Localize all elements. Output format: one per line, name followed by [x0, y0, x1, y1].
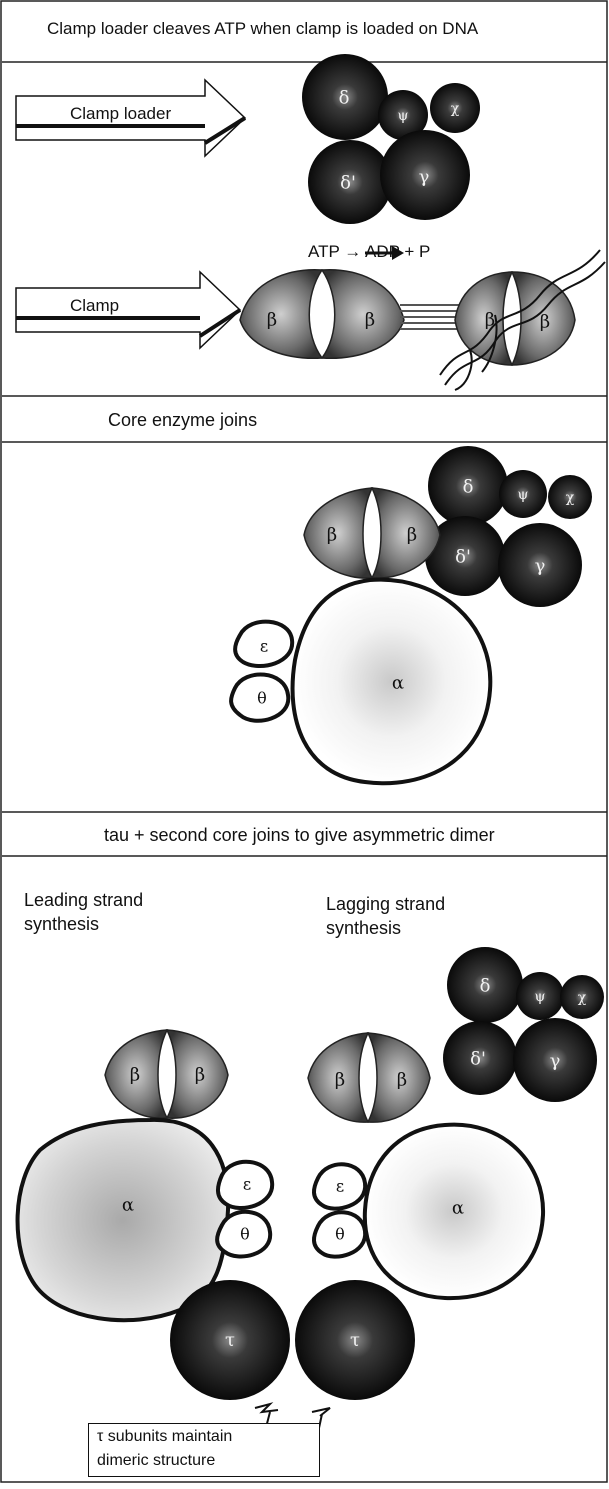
beta-label: β [365, 310, 375, 331]
alpha-label: α [452, 1198, 464, 1219]
clamp-label: Clamp [70, 296, 119, 316]
theta-label: θ [257, 689, 267, 708]
epsilon-label: ε [243, 1175, 251, 1194]
beta-label: β [267, 310, 277, 331]
panel3-title: tau + second core joins to give asymmetr… [104, 823, 495, 847]
lagging-core [314, 1125, 543, 1298]
beta-label: β [407, 525, 417, 546]
loaded-beta-clamp [455, 272, 575, 365]
clamp-arrow [16, 272, 240, 348]
gamma-label: γ [419, 167, 430, 188]
delta-prime-label: δ' [455, 547, 471, 568]
alpha-label: α [392, 673, 404, 694]
gamma-label: γ [535, 556, 546, 577]
gamma-label: γ [550, 1051, 561, 1072]
leading-label-line1: Leading strand [24, 888, 143, 912]
alpha-subunit [18, 1120, 229, 1320]
panel2-core [231, 580, 490, 784]
free-beta-clamp [240, 270, 404, 358]
psi-label: ψ [518, 487, 529, 503]
epsilon-label: ε [260, 637, 268, 656]
panel2-beta-clamp [304, 488, 440, 578]
beta-label: β [195, 1065, 205, 1086]
panel2-title: Core enzyme joins [108, 408, 257, 432]
chi-label: χ [566, 490, 574, 506]
epsilon-label: ε [336, 1177, 344, 1196]
delta-label: δ [339, 88, 350, 109]
delta-prime-label: δ' [340, 173, 356, 194]
panel2-clamp-loader [425, 446, 592, 607]
leading-label-line2: synthesis [24, 912, 99, 936]
chi-label: χ [451, 101, 459, 117]
theta-label: θ [335, 1225, 345, 1244]
panel1-title: Clamp loader cleaves ATP when clamp is l… [47, 19, 478, 39]
lagging-label-line2: synthesis [326, 916, 401, 940]
beta-label: β [485, 310, 495, 331]
delta-prime-label: δ' [470, 1049, 486, 1070]
beta-label: β [335, 1070, 345, 1091]
delta-label: δ [463, 477, 474, 498]
caption-box: τ subunits maintain dimeric structure [88, 1423, 320, 1477]
reaction-label: ATP → ADP + P [308, 242, 430, 262]
beta-label: β [397, 1070, 407, 1091]
chi-label: χ [578, 990, 586, 1006]
caption-line1: τ subunits maintain [97, 1428, 232, 1446]
beta-label: β [130, 1065, 140, 1086]
panel3-clamp-loader [443, 947, 604, 1102]
lagging-beta-clamp [308, 1033, 430, 1122]
leading-beta-clamp [105, 1030, 228, 1118]
caption-line2: dimeric structure [97, 1452, 215, 1470]
tau-label: τ [225, 1330, 235, 1351]
tau-dimer [170, 1280, 415, 1400]
clamp-loader-complex [302, 54, 480, 224]
lagging-label-line1: Lagging strand [326, 892, 445, 916]
beta-label: β [540, 312, 550, 333]
beta-label: β [327, 525, 337, 546]
psi-label: ψ [398, 108, 409, 124]
tau-label: τ [350, 1330, 360, 1351]
clamp-loader-label: Clamp loader [70, 104, 171, 124]
alpha-label: α [122, 1195, 134, 1216]
psi-label: ψ [535, 989, 546, 1005]
theta-label: θ [240, 1225, 250, 1244]
delta-label: δ [480, 976, 491, 997]
